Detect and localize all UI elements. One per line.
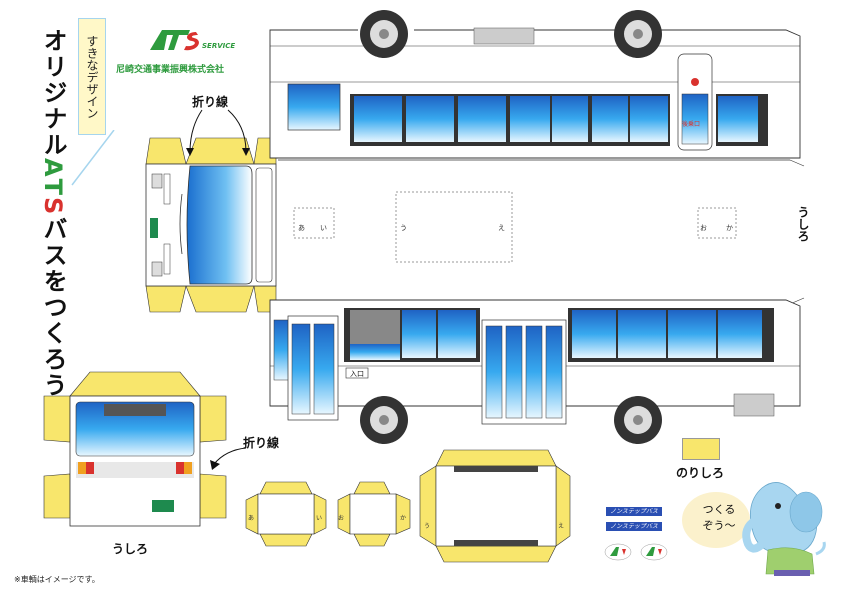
footnote: ※車輌はイメージです。	[14, 575, 100, 584]
engine-grille-bottom	[733, 393, 775, 417]
front-plate	[150, 218, 158, 238]
small-box-left: あ い	[245, 481, 327, 547]
elephant-mascot	[682, 482, 826, 576]
back-label-right: うしろ	[796, 206, 810, 242]
mini-logos	[604, 543, 668, 561]
speech-bubble	[682, 492, 750, 548]
roof-marker-a: あ	[298, 224, 305, 232]
tag-line-decoration	[71, 130, 115, 186]
entrance-label: 入口	[350, 370, 364, 378]
speech-line-1: つくる	[702, 503, 736, 516]
page-title: オリジナルATSバスをつくろう！	[36, 28, 70, 424]
wheel-rear-top	[614, 10, 662, 58]
fold-line-label-top: 折り線	[192, 95, 229, 109]
rear-light-right-amber	[184, 462, 192, 474]
large-box-piece: う え	[419, 449, 571, 563]
fold-line-arrow-bottom	[210, 447, 247, 470]
roof-marker-u: う	[400, 224, 407, 232]
wheel-front-bottom	[360, 396, 408, 444]
rear-exit-label: 後乗口	[682, 120, 700, 128]
roof-markers: あ い う え お か	[293, 191, 737, 263]
speech-text: つくる ぞう～	[692, 502, 746, 534]
rear-light-left-red	[86, 462, 94, 474]
title-letter-a: A	[39, 158, 67, 179]
roof-marker-o: お	[700, 224, 707, 232]
rear-destination-sign	[104, 404, 166, 416]
bottom-flap-center	[185, 285, 255, 313]
rear-panel-piece	[43, 371, 227, 527]
speech-line-2: ぞう～	[702, 519, 736, 532]
front-panel-piece	[145, 137, 277, 313]
glue-tab-swatch	[682, 438, 720, 460]
box-big-marker-e: え	[558, 523, 564, 530]
roof-marker-e: え	[498, 224, 505, 232]
title-letter-t: T	[39, 178, 67, 197]
box-left-marker-i: い	[316, 515, 322, 522]
front-windshield	[186, 165, 253, 285]
window-front-top	[287, 83, 341, 131]
roof-marker-i: い	[320, 224, 327, 232]
back-label-bottom: うしろ	[112, 542, 149, 556]
rear-light-right-red	[176, 462, 184, 474]
box-left-marker-a: あ	[248, 515, 254, 522]
title-letter-s: S	[39, 196, 67, 217]
company-name: 尼崎交通事業振興株式会社	[116, 65, 225, 75]
fold-line-arrows-top	[186, 109, 250, 156]
box-mid-marker-o: お	[338, 515, 344, 522]
engine-grille-top	[473, 27, 535, 45]
title-part-2: バスをつくろう！	[39, 216, 67, 425]
box-big-marker-u: う	[424, 523, 430, 530]
title-part-1: オリジナル	[39, 28, 67, 158]
headlight-bottom	[151, 261, 163, 277]
non-step-sticker-2: ノンステップバス	[606, 522, 662, 531]
rear-light-left-amber	[78, 462, 86, 474]
bus-side-top: 後乗口	[269, 10, 801, 159]
logo-word: SERVICE	[202, 42, 235, 50]
bottom-flap-left	[145, 285, 187, 313]
bus-side-bottom: 入口	[269, 299, 801, 444]
wheel-rear-bottom	[614, 396, 662, 444]
wiper	[179, 193, 183, 255]
roof-marker-ka: か	[726, 224, 733, 232]
wheel-front-top	[358, 10, 414, 58]
glue-tab-label: のりしろ	[676, 466, 725, 480]
design-tag: すきなデザイン	[78, 18, 106, 135]
ats-logo: SERVICE	[150, 30, 235, 51]
fold-line-label-bottom: 折り線	[243, 436, 280, 450]
small-box-mid: お か	[337, 481, 411, 547]
box-mid-marker-ka: か	[400, 515, 406, 522]
headlight-top	[151, 173, 163, 189]
rear-plate	[152, 500, 174, 512]
non-step-sticker-1: ノンステップバス	[606, 507, 662, 516]
roof-panel	[278, 159, 805, 305]
